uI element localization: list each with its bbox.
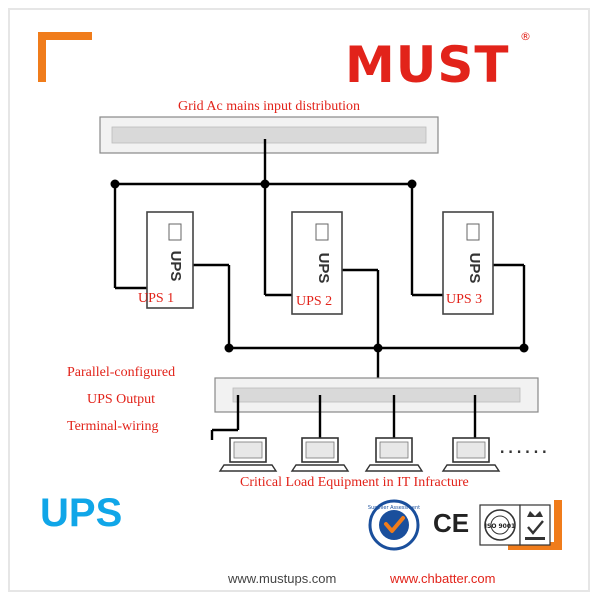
ups-cabinet-label: UPS — [466, 253, 483, 284]
ups-cabinet-label: UPS — [167, 251, 184, 282]
load-feed-wiring — [210, 395, 477, 440]
output-busbar — [232, 387, 521, 403]
website-link-chbatter[interactable]: www.chbatter.com — [390, 571, 496, 586]
website-link-mustups[interactable]: www.mustups.com — [228, 571, 337, 586]
mains-input-title: Grid Ac mains input distribution — [178, 99, 360, 114]
corner-bracket-bottom-right-vertical — [554, 500, 562, 550]
critical-load-caption: Critical Load Equipment in IT Infracture — [240, 475, 469, 490]
corner-bracket-bottom-right — [508, 542, 562, 550]
corner-bracket-top-left-vertical — [38, 32, 46, 82]
ups-unit-label: UPS 1 — [138, 291, 175, 306]
output-note-line: Terminal-wiring — [67, 419, 159, 434]
output-junction-dots — [224, 343, 529, 353]
laptop-icon — [290, 437, 350, 472]
corner-bracket-top-left — [38, 32, 92, 40]
iso-9001-badge-icon: ISO 9001 — [479, 504, 521, 546]
ups-badge: UPS — [40, 491, 123, 535]
brand-logo: MUST — [345, 36, 510, 94]
laptop-icon — [218, 437, 278, 472]
more-equipment-indicator: ...... — [498, 441, 549, 457]
laptop-icon — [364, 437, 424, 472]
ups-cabinet: UPS — [442, 211, 494, 315]
accreditation-crown-badge-icon — [519, 504, 551, 546]
mains-busbar — [111, 126, 427, 144]
iso-mark-text: ISO 9001 — [485, 523, 515, 530]
ce-mark: CE — [433, 508, 470, 538]
ups-unit-label: UPS 3 — [446, 292, 483, 307]
laptop-icon — [441, 437, 501, 472]
ups-cabinet: UPS — [146, 211, 194, 309]
ups-cabinet-label: UPS — [315, 253, 332, 284]
input-junction-dots — [110, 179, 417, 189]
output-note-line: Parallel-configured — [67, 365, 176, 380]
ups-cabinet: UPS — [291, 211, 343, 315]
registered-mark: ® — [520, 30, 531, 43]
output-note-line: UPS Output — [87, 392, 156, 407]
supplier-seal-text: Supplier Assessment — [368, 505, 420, 511]
supplier-assessment-seal-icon: Supplier Assessment — [368, 499, 420, 551]
ups-unit-label: UPS 2 — [296, 294, 333, 309]
